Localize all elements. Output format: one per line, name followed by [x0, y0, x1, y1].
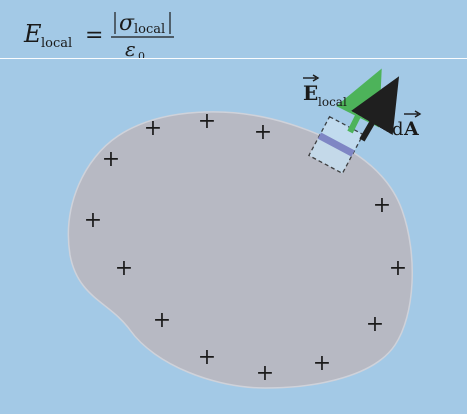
plus-charge: +: [313, 351, 331, 376]
plus-charge: +: [198, 345, 216, 370]
equation-numerator-subscript: local: [134, 22, 165, 37]
plus-charge: +: [153, 308, 171, 333]
conductor-diagram: + + + + + + + + + + + + + E local: [67, 68, 422, 389]
plus-charge: +: [115, 256, 133, 281]
field-label-subscript: local: [318, 95, 347, 109]
surface-charges: + + + + + + + + + + + + +: [84, 109, 407, 386]
plus-charge: +: [198, 109, 216, 134]
equation-lhs-subscript: local: [41, 36, 72, 51]
divider-line: [0, 58, 467, 59]
plus-charge: +: [256, 361, 274, 386]
plus-charge: +: [254, 120, 272, 145]
surface-area-element: [317, 132, 355, 157]
field-label-symbol: E: [303, 81, 318, 105]
plus-charge: +: [84, 208, 102, 233]
equation-denominator-symbol: ε: [125, 37, 136, 58]
formula-bar: E local = σ local ε 0: [0, 0, 467, 63]
equation-numerator-symbol: σ: [119, 11, 135, 36]
field-label: E local: [303, 74, 347, 109]
plus-charge: +: [144, 116, 162, 141]
equation: E local = σ local ε 0: [23, 11, 174, 63]
plus-charge: +: [102, 147, 120, 172]
area-label-prefix: d: [392, 119, 404, 140]
area-label: d A: [392, 110, 422, 140]
plus-charge: +: [366, 312, 384, 337]
equation-equals: =: [85, 23, 103, 48]
area-vector-arrow: [351, 76, 400, 142]
area-label-symbol: A: [403, 118, 419, 140]
plus-charge: +: [389, 256, 407, 281]
plus-charge: +: [373, 193, 391, 218]
equation-denominator-subscript: 0: [138, 50, 145, 58]
equation-lhs-symbol: E: [23, 20, 42, 48]
conductor-shape: [67, 111, 413, 389]
